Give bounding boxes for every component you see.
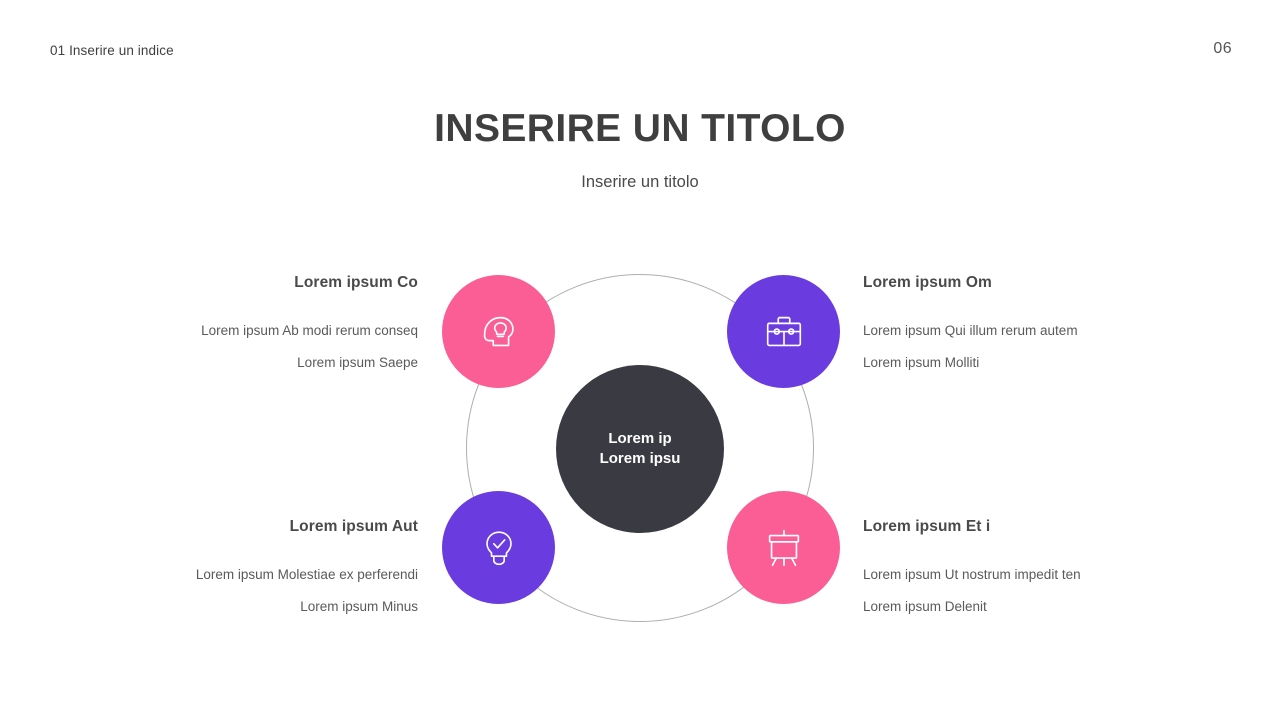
- quadrant-bottom-right: Lorem ipsum Et i Lorem ipsum Ut nostrum …: [863, 518, 1163, 615]
- quadrant-bottom-left: Lorem ipsum Aut Lorem ipsum Molestiae ex…: [136, 518, 418, 615]
- presentation-board-icon: [761, 525, 807, 571]
- node-bottom-right[interactable]: [727, 491, 840, 604]
- head-lightbulb-icon: [476, 309, 522, 355]
- page-number: 06: [1213, 40, 1232, 57]
- quadrant-title: Lorem ipsum Aut: [289, 518, 418, 535]
- quadrant-title: Lorem ipsum Om: [863, 274, 992, 291]
- title-block: INSERIRE UN TITOLO Inserire un titolo: [0, 107, 1280, 192]
- briefcase-icon: [761, 309, 807, 355]
- lightbulb-check-icon: [476, 525, 522, 571]
- circular-diagram: Lorem ip Lorem ipsu: [440, 258, 840, 630]
- quadrant-top-right: Lorem ipsum Om Lorem ipsum Qui illum rer…: [863, 274, 1163, 371]
- quadrant-line: Lorem ipsum Minus: [300, 599, 418, 615]
- node-top-left[interactable]: [442, 275, 555, 388]
- quadrant-title: Lorem ipsum Co: [294, 274, 418, 291]
- quadrant-line: Lorem ipsum Qui illum rerum autem: [863, 323, 1078, 338]
- diagram-center-label: Lorem ip Lorem ipsu: [599, 430, 681, 467]
- page-subtitle: Inserire un titolo: [581, 172, 699, 191]
- quadrant-line: Lorem ipsum Molliti: [863, 355, 980, 371]
- node-top-right[interactable]: [727, 275, 840, 388]
- quadrant-line: Lorem ipsum Ab modi rerum conseq: [201, 323, 418, 338]
- quadrant-title: Lorem ipsum Et i: [863, 518, 991, 535]
- header-index-label: 01 Inserire un indice: [50, 43, 174, 58]
- quadrant-line: Lorem ipsum Molestiae ex perferendi: [195, 567, 418, 582]
- quadrant-top-left: Lorem ipsum Co Lorem ipsum Ab modi rerum…: [136, 274, 418, 371]
- page-title: INSERIRE UN TITOLO: [434, 107, 846, 150]
- diagram-center-node: Lorem ip Lorem ipsu: [556, 365, 724, 533]
- node-bottom-left[interactable]: [442, 491, 555, 604]
- quadrant-line: Lorem ipsum Ut nostrum impedit ten: [863, 567, 1081, 582]
- quadrant-line: Lorem ipsum Saepe: [297, 355, 418, 371]
- diagram-ring: [466, 274, 814, 622]
- quadrant-line: Lorem ipsum Delenit: [863, 599, 987, 615]
